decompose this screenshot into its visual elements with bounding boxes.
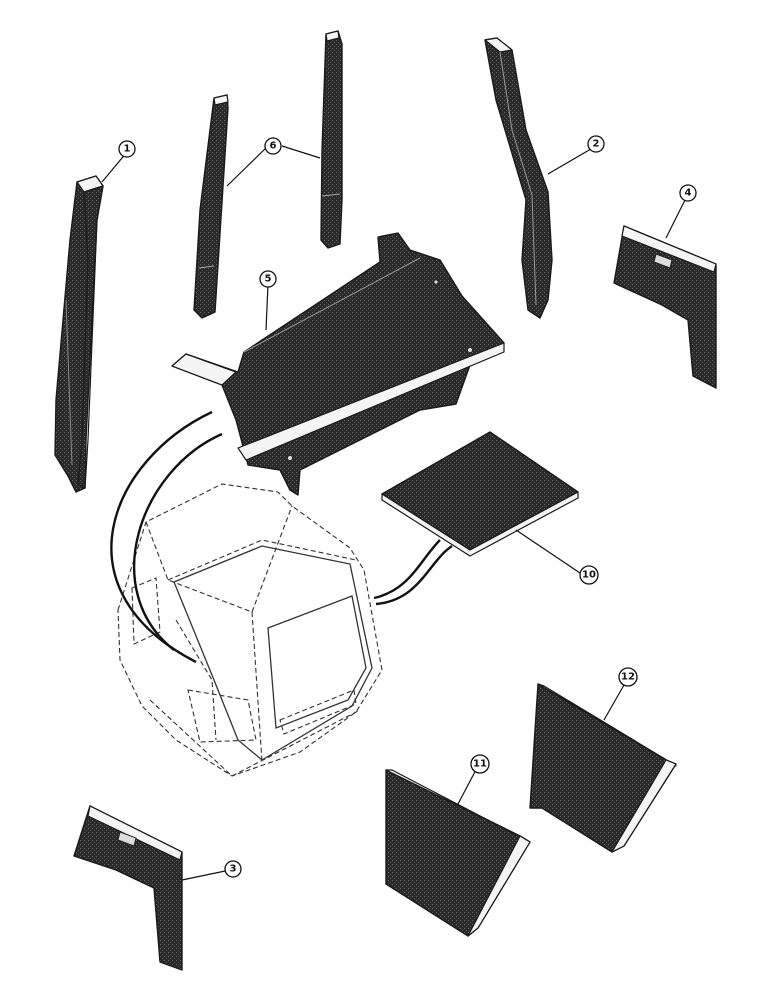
part-3-side-panel bbox=[73, 805, 183, 971]
assembly-arcs bbox=[110, 410, 453, 664]
callout-10-label: 10 bbox=[582, 570, 596, 581]
part-2-pillar-trim bbox=[484, 37, 553, 319]
callout-6-label: 6 bbox=[270, 141, 277, 152]
callout-3-label: 3 bbox=[230, 864, 237, 875]
part-12-wall-panel bbox=[529, 683, 677, 853]
callout-2: 2 bbox=[587, 135, 605, 153]
callout-2-label: 2 bbox=[593, 139, 600, 150]
part-1-pillar-trim bbox=[54, 175, 104, 493]
callout-12-label: 12 bbox=[621, 672, 635, 683]
callout-4: 4 bbox=[679, 184, 697, 202]
callout-6: 6 bbox=[264, 137, 282, 155]
part-6-trim-strips bbox=[193, 30, 343, 319]
callout-1: 1 bbox=[118, 140, 136, 158]
callout-10: 10 bbox=[579, 565, 599, 585]
callout-11-label: 11 bbox=[473, 759, 487, 770]
callout-1-label: 1 bbox=[124, 144, 131, 155]
callout-4-label: 4 bbox=[685, 188, 692, 199]
callout-11: 11 bbox=[470, 754, 490, 774]
part-11-wall-panel bbox=[385, 769, 531, 937]
tractor-cab-outline bbox=[117, 483, 383, 777]
part-4-side-panel bbox=[613, 225, 717, 389]
part-5-rear-shelf-panel bbox=[171, 232, 505, 496]
callout-5: 5 bbox=[259, 270, 277, 288]
leader-lines bbox=[101, 145, 688, 881]
part-10-floor-mat bbox=[381, 431, 579, 557]
callout-5-label: 5 bbox=[265, 274, 272, 285]
callout-3: 3 bbox=[224, 860, 242, 878]
callout-12: 12 bbox=[618, 667, 638, 687]
